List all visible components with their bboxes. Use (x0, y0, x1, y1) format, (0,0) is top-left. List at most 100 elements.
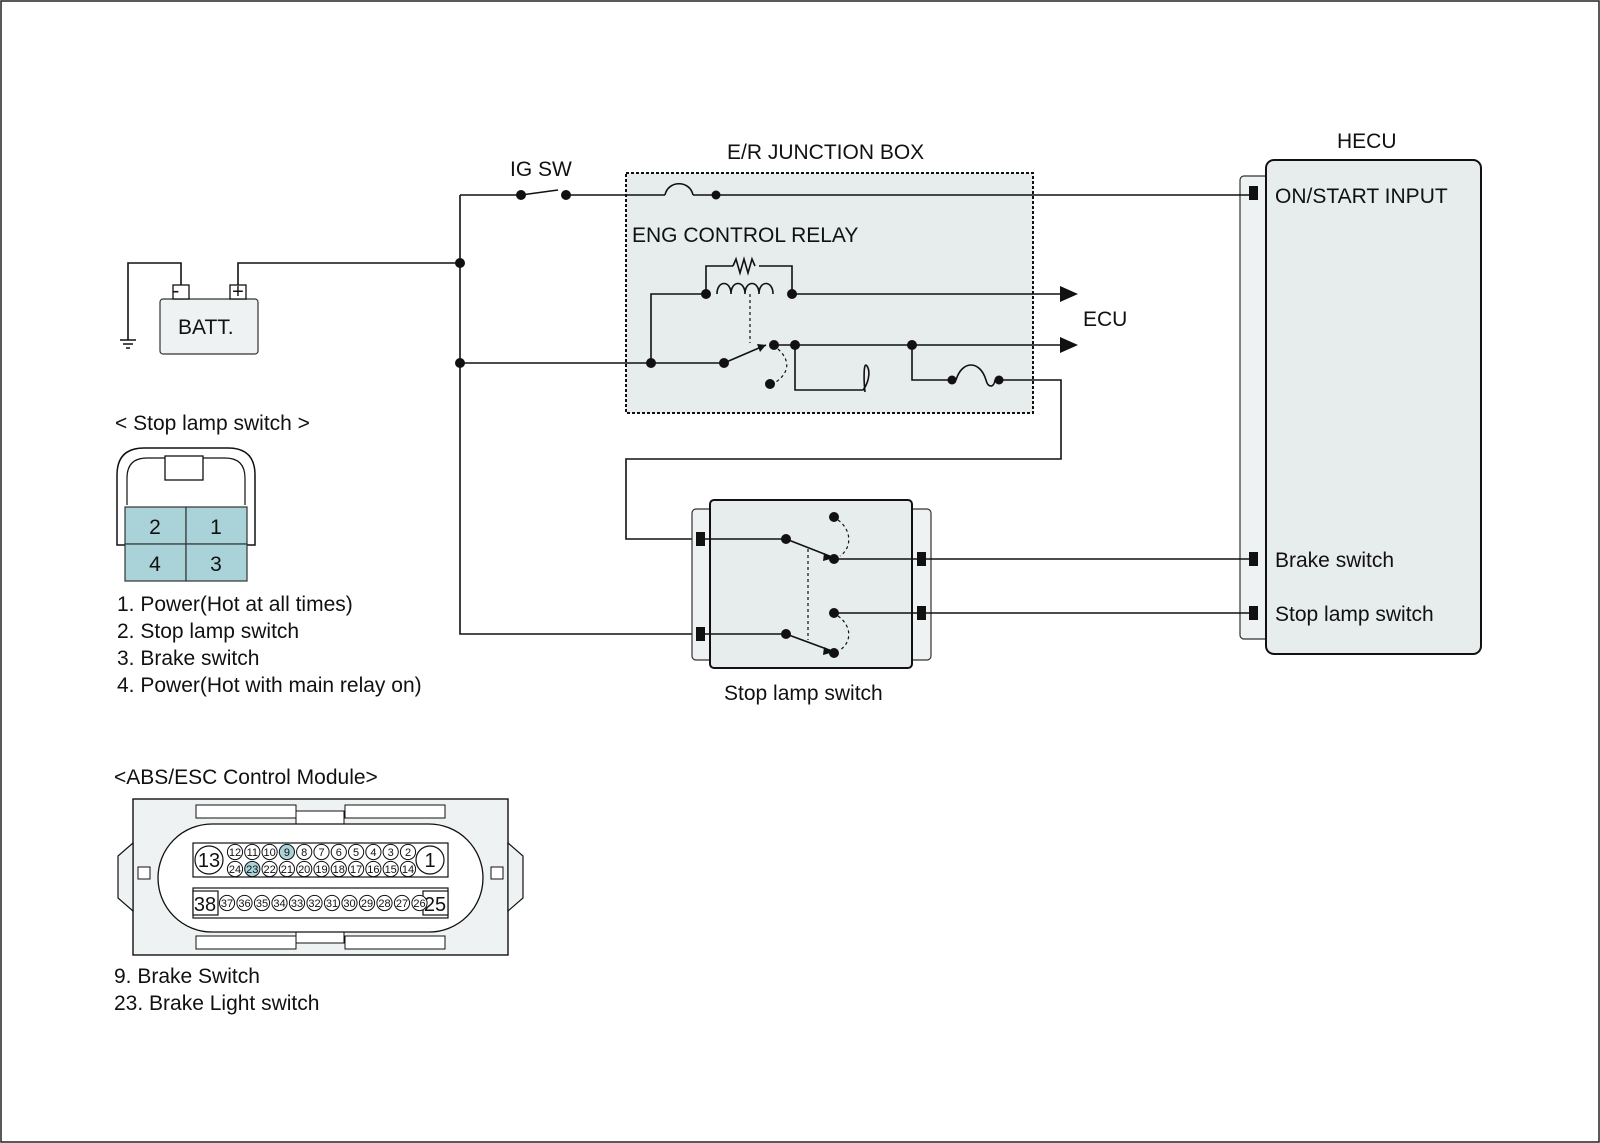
abs-pin (348, 843, 365, 861)
ground-icon (120, 339, 136, 349)
abs-pin-label: 4 (370, 847, 376, 859)
relay-switch-arrow (757, 344, 766, 352)
relay-feed-wire (650, 293, 706, 363)
abs-pin-label: 14 (402, 864, 414, 876)
battery-plus-sign: + (232, 281, 244, 303)
wire-break-icon (794, 345, 870, 393)
abs-pin (271, 894, 288, 912)
relay-switch-contact (765, 379, 775, 389)
abs-pin (278, 843, 295, 861)
switch-travel (837, 615, 850, 651)
ecu-label: ECU (1083, 308, 1127, 331)
stop-lamp-legend-item: 2. Stop lamp switch (117, 620, 299, 643)
abs-pin-label: 34 (273, 898, 285, 910)
abs-pin-label: 16 (367, 864, 379, 876)
abs-pin-label: 20 (298, 864, 310, 876)
ecu-arrow-icon (1060, 286, 1078, 302)
abs-pin-label: 12 (229, 847, 241, 859)
abs-connector-title: <ABS/ESC Control Module> (114, 766, 378, 789)
abs-legend-item: 23. Brake Light switch (114, 992, 319, 1015)
ground-wire (127, 262, 182, 340)
fuse-contact (947, 375, 957, 385)
abs-pin (399, 843, 417, 861)
on-start-input-label: ON/START INPUT (1275, 185, 1448, 208)
abs-pin-label: 2 (405, 847, 411, 859)
abs-pin (226, 860, 244, 878)
abs-pin-label: 37 (221, 898, 233, 910)
abs-pin (296, 860, 313, 878)
abs-pin-label: 1 (424, 850, 435, 872)
abs-connector-tab (137, 866, 151, 880)
abs-connector-latch-right (507, 841, 524, 913)
hecu-terminal-stop-lamp (1249, 606, 1258, 620)
abs-connector-tab (490, 866, 504, 880)
abs-pin-label: 3 (388, 847, 394, 859)
abs-pin-label: 32 (308, 898, 320, 910)
switch-contact (829, 648, 839, 658)
abs-pin-label: 8 (301, 847, 307, 859)
abs-legend-item: 9. Brake Switch (114, 965, 260, 988)
abs-connector-slot (195, 935, 297, 950)
abs-pin-label: 11 (247, 847, 258, 859)
abs-connector-slot (344, 935, 446, 950)
abs-pin-label: 6 (336, 847, 342, 859)
abs-pin-label: 5 (353, 847, 359, 859)
abs-pin (244, 843, 261, 861)
relay-node (646, 358, 656, 368)
abs-pin (341, 894, 358, 912)
abs-pin-label: 28 (378, 898, 390, 910)
abs-pin (236, 894, 253, 912)
abs-pin-label: 26 (413, 898, 425, 910)
relay-coil-wire (705, 265, 733, 294)
relay-coil-icon (716, 282, 774, 295)
abs-pin-label: 36 (238, 898, 250, 910)
abs-pin-label: 29 (361, 898, 373, 910)
abs-pin (253, 894, 271, 912)
abs-pin (244, 860, 261, 878)
abs-pin-label: 22 (263, 864, 275, 876)
fuse-icon (955, 364, 996, 387)
hecu-terminal-brake (1249, 552, 1258, 566)
stop-lamp-pin-cell (124, 506, 187, 545)
abs-connector-slot (195, 804, 297, 819)
abs-pin (365, 860, 382, 878)
switch-arrow (823, 647, 834, 655)
hecu-stop-lamp-switch-label: Stop lamp switch (1275, 603, 1434, 626)
abs-pin-label: 35 (256, 898, 268, 910)
abs-pin-label: 18 (333, 864, 345, 876)
abs-pin-label: 25 (424, 894, 446, 916)
stop-lamp-pin-label: 1 (210, 516, 222, 539)
power-bus-wire (459, 195, 696, 635)
abs-pin-label: 9 (284, 847, 290, 859)
stop-lamp-legend-item: 1. Power(Hot at all times) (117, 593, 353, 616)
abs-pin (411, 894, 428, 912)
abs-pin (296, 843, 313, 861)
battery-minus-sign: - (173, 280, 180, 302)
hecu-box (1265, 159, 1482, 655)
abs-pin (306, 894, 323, 912)
abs-pin (261, 860, 278, 878)
abs-pin (393, 894, 411, 912)
abs-pin (382, 843, 399, 861)
abs-pin (278, 860, 295, 878)
abs-pin-label: 23 (246, 864, 258, 876)
abs-pin (348, 860, 365, 878)
abs-pin-label: 15 (385, 864, 397, 876)
abs-pin (313, 860, 330, 878)
ecu-arrow-icon (1060, 337, 1078, 353)
abs-pin-label: 33 (291, 898, 303, 910)
abs-pin-label: 30 (343, 898, 355, 910)
abs-pin-label: 21 (281, 864, 293, 876)
relay-resistor-icon (732, 256, 756, 276)
hecu-terminal-on-start (1249, 186, 1258, 200)
abs-pin (365, 843, 382, 861)
stop-lamp-pin-label: 3 (210, 553, 222, 576)
abs-pin (330, 860, 347, 878)
battery-box (159, 298, 259, 355)
fuse-wire (911, 345, 952, 381)
abs-pin (330, 843, 347, 861)
stop-lamp-switch-terminal (696, 532, 705, 546)
switch-contact (829, 512, 839, 522)
